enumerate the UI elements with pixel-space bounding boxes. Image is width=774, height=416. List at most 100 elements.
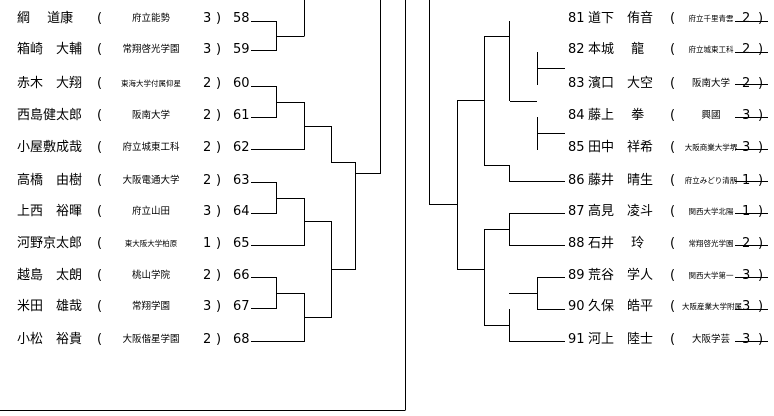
close-paren: ) [758,108,764,123]
bracket-line [457,100,484,270]
player-name: 久保 皓平 [588,299,654,314]
open-paren: ( [97,42,103,57]
grade: 2 [203,173,212,188]
close-paren: ) [758,268,764,283]
close-paren: ) [216,76,222,91]
draw-number: 83 [568,76,585,91]
draw-number: 67 [233,299,250,314]
open-paren: ( [670,204,676,219]
draw-number: 90 [568,299,585,314]
bracket-line [304,293,331,342]
bracket-line [331,221,355,318]
player-name: 濱口 大空 [588,76,654,91]
draw-number: 81 [568,11,585,26]
close-paren: ) [758,42,764,57]
frame-line [0,0,406,411]
grade: 3 [203,204,212,219]
close-paren: ) [758,173,764,188]
grade: 2 [742,76,751,91]
bracket-line [276,86,304,118]
draw-number: 87 [568,204,585,219]
draw-number: 59 [233,42,250,57]
grade: 1 [203,236,212,251]
player-name: 藤井 晴生 [588,173,654,188]
open-paren: ( [97,268,103,283]
close-paren: ) [216,236,222,251]
close-paren: ) [758,140,764,155]
grade: 3 [742,268,751,283]
grade: 3 [742,140,751,155]
grade: 1 [742,173,751,188]
school-name: 関西大学第一 [688,271,734,280]
school-name: 府立みどり清朋 [684,176,738,185]
player-name: 越島 太朗 [17,268,83,283]
draw-number: 85 [568,140,585,155]
grade: 2 [742,42,751,57]
open-paren: ( [97,299,103,314]
grade: 3 [742,108,751,123]
bracket-line [484,229,509,326]
draw-number: 89 [568,268,585,283]
grade: 3 [203,11,212,26]
draw-number: 86 [568,173,585,188]
draw-number: 68 [233,332,250,347]
player-name: 荒谷 学人 [588,268,654,283]
player-name: 上西 裕暉 [17,204,83,219]
close-paren: ) [758,76,764,91]
grade: 2 [203,108,212,123]
close-paren: ) [758,299,764,314]
grade: 2 [203,332,212,347]
player-name: 綱 道康 [17,11,74,26]
school-name: 常翔啓光学園 [122,44,180,55]
open-paren: ( [670,42,676,57]
bracket-line [276,277,304,309]
player-name: 河野京太郎 [17,236,83,251]
bracket-line [509,165,565,182]
player-name: 赤木 大翔 [17,76,83,91]
open-paren: ( [97,76,103,91]
open-paren: ( [670,236,676,251]
draw-number: 66 [233,268,250,283]
player-name: 石井 玲 [588,236,645,251]
grade: 2 [203,268,212,283]
close-paren: ) [758,332,764,347]
bracket-line [537,117,565,150]
school-name: 大阪偕星学園 [122,334,180,345]
grade: 1 [742,204,751,219]
open-paren: ( [97,332,103,347]
bracket-line [484,21,537,102]
player-name: 河上 陸士 [588,332,654,347]
open-paren: ( [670,268,676,283]
bracket-line [331,126,355,163]
grade: 3 [742,332,751,347]
open-paren: ( [670,299,676,314]
open-paren: ( [670,332,676,347]
draw-number: 58 [233,11,250,26]
draw-number: 82 [568,42,585,57]
grade: 3 [203,42,212,57]
frame-line [429,0,457,205]
open-paren: ( [97,204,103,219]
close-paren: ) [216,299,222,314]
draw-number: 63 [233,173,250,188]
bracket-line [276,182,304,214]
player-name: 高見 凌斗 [588,204,654,219]
draw-number: 65 [233,236,250,251]
player-name: 本城 龍 [588,42,645,57]
player-name: 田中 祥希 [588,140,654,155]
bracket-line [457,36,509,166]
open-paren: ( [670,173,676,188]
